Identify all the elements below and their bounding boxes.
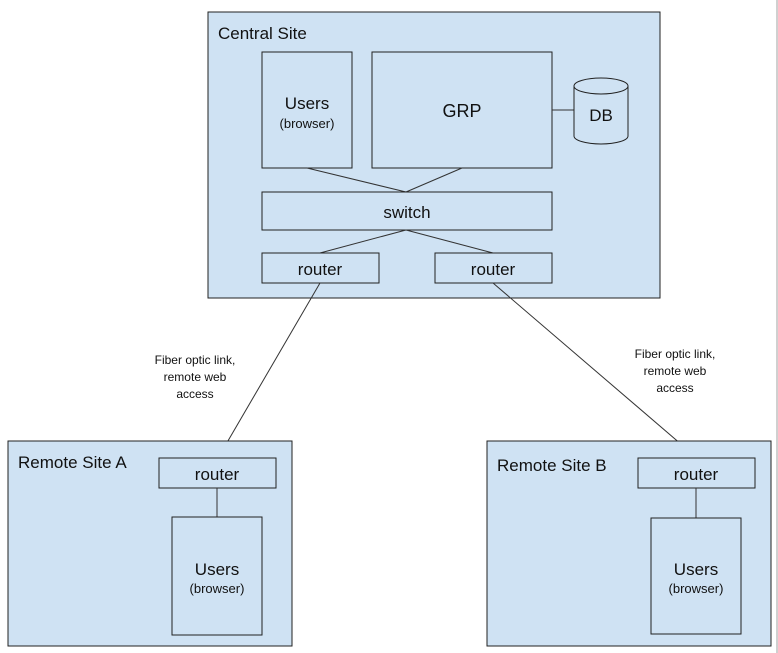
fiber-right-line-2: remote web: [644, 364, 707, 378]
remote-b-users-sublabel: (browser): [669, 581, 724, 596]
remote-a-users-box: Users (browser): [171, 516, 263, 636]
db-cylinder-top: [573, 77, 629, 95]
switch-router-left-link: [319, 229, 407, 254]
remote-a-users-label: Users: [195, 560, 239, 579]
remote-b-users-box: Users (browser): [650, 517, 742, 635]
remote-a-users-sublabel: (browser): [190, 581, 245, 596]
fiber-right-line-1: Fiber optic link,: [635, 347, 716, 361]
fiber-link-right: [492, 282, 697, 458]
remote-site-b-title: Remote Site B: [497, 456, 607, 475]
scrollbar-edge: [776, 0, 778, 653]
central-users-label: Users: [285, 94, 329, 113]
fiber-link-left-label: Fiber optic link, remote web access: [155, 353, 236, 401]
central-users-rect: [261, 51, 353, 169]
switch-box: switch: [261, 191, 553, 231]
fiber-left-line-3: access: [176, 387, 213, 401]
remote-a-router-label: router: [195, 465, 240, 484]
central-users-sublabel: (browser): [280, 116, 335, 131]
remote-a-router-rect: [158, 457, 277, 489]
db-cylinder-body: [573, 86, 629, 145]
remote-site-a: Remote Site A router Users (browser): [7, 440, 293, 647]
central-router-left: router: [261, 252, 380, 284]
central-router-right: router: [434, 252, 553, 284]
central-router-right-label: router: [471, 260, 516, 279]
users-switch-link: [306, 167, 407, 193]
remote-b-router: router: [637, 457, 756, 489]
central-router-left-rect: [261, 252, 380, 284]
db-label: DB: [589, 106, 613, 125]
central-site-title: Central Site: [218, 24, 307, 43]
fiber-link-left: [217, 282, 321, 459]
fiber-link-right-label: Fiber optic link, remote web access: [635, 347, 716, 395]
remote-b-router-rect: [637, 457, 756, 489]
remote-site-a-title: Remote Site A: [18, 453, 127, 472]
remote-b-users-label: Users: [674, 560, 718, 579]
grp-label: GRP: [442, 101, 481, 121]
remote-b-users-rect: [650, 517, 742, 635]
central-router-left-label: router: [298, 260, 343, 279]
switch-router-right-link: [405, 229, 494, 254]
remote-b-router-label: router: [674, 465, 719, 484]
grp-switch-link: [405, 167, 463, 193]
grp-box: GRP: [371, 51, 553, 169]
db-cylinder: DB: [573, 77, 629, 145]
switch-label: switch: [383, 203, 430, 222]
remote-a-users-rect: [171, 516, 263, 636]
remote-site-b: Remote Site B router Users (browser): [486, 440, 772, 647]
central-users-box: Users (browser): [261, 51, 353, 169]
central-site: Central Site Users (browser) GRP DB swit…: [207, 11, 661, 299]
fiber-right-line-3: access: [656, 381, 693, 395]
fiber-left-line-2: remote web: [164, 370, 227, 384]
grp-rect: [371, 51, 553, 169]
remote-a-router: router: [158, 457, 277, 489]
fiber-left-line-1: Fiber optic link,: [155, 353, 236, 367]
